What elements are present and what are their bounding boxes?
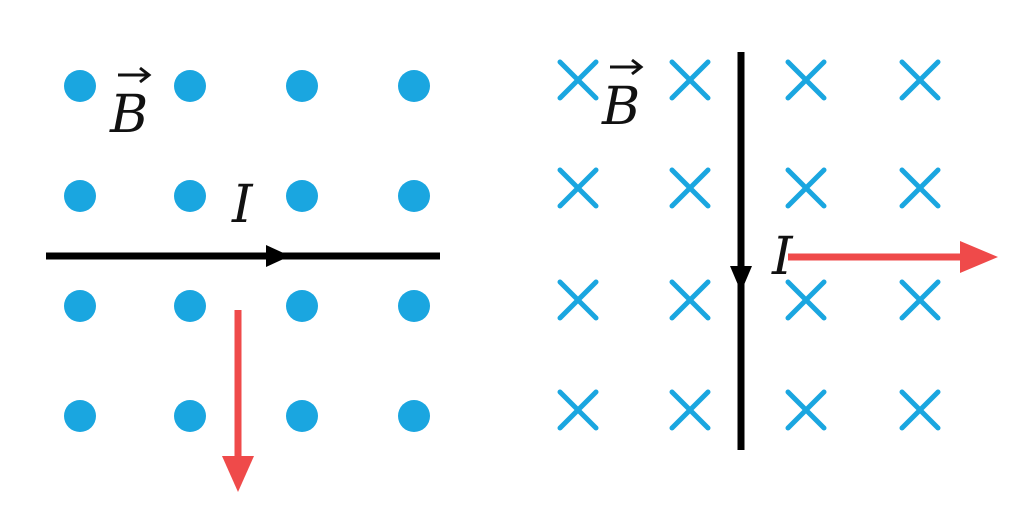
right-field-marker-grid [557,59,941,431]
dot-icon [398,180,430,212]
dot-icon [398,70,430,102]
dot-icon [398,400,430,432]
left-panel: B I [46,66,440,492]
dot-icon [64,70,96,102]
cross-icon [899,59,941,101]
right-field-label-text: B [601,77,640,137]
dot-icon [64,180,96,212]
dot-icon [286,70,318,102]
left-force-arrow [222,310,254,492]
left-current-direction-arrowhead-icon [266,245,290,267]
cross-icon [557,167,599,209]
dot-icon [174,400,206,432]
cross-icon [785,279,827,321]
left-field-label-text: B [109,85,148,145]
cross-icon [669,389,711,431]
right-wire [730,52,752,450]
dot-icon [286,180,318,212]
left-field-label: B [109,66,152,145]
right-current-label: I [771,227,794,287]
cross-icon [669,279,711,321]
cross-icon [785,59,827,101]
cross-icon [557,389,599,431]
left-current-label: I [231,175,254,235]
cross-icon [669,167,711,209]
dot-icon [64,290,96,322]
left-wire [46,245,440,267]
cross-icon [899,389,941,431]
dot-icon [64,400,96,432]
right-field-vector-arrow-icon [610,58,644,76]
right-force-arrow [788,241,998,273]
left-field-vector-arrow-icon [118,66,152,84]
right-force-arrowhead-icon [960,241,998,273]
dot-icon [398,290,430,322]
dot-icon [174,180,206,212]
cross-icon [785,167,827,209]
right-field-label: B [601,58,644,137]
left-field-marker-grid [64,70,430,432]
cross-icon [899,279,941,321]
left-force-arrowhead-icon [222,456,254,492]
cross-icon [557,279,599,321]
dot-icon [174,290,206,322]
cross-icon [557,59,599,101]
dot-icon [286,290,318,322]
cross-icon [669,59,711,101]
cross-icon [899,167,941,209]
right-panel: B I [557,52,998,450]
right-current-direction-arrowhead-icon [730,266,752,292]
dot-icon [174,70,206,102]
dot-icon [286,400,318,432]
cross-icon [785,389,827,431]
